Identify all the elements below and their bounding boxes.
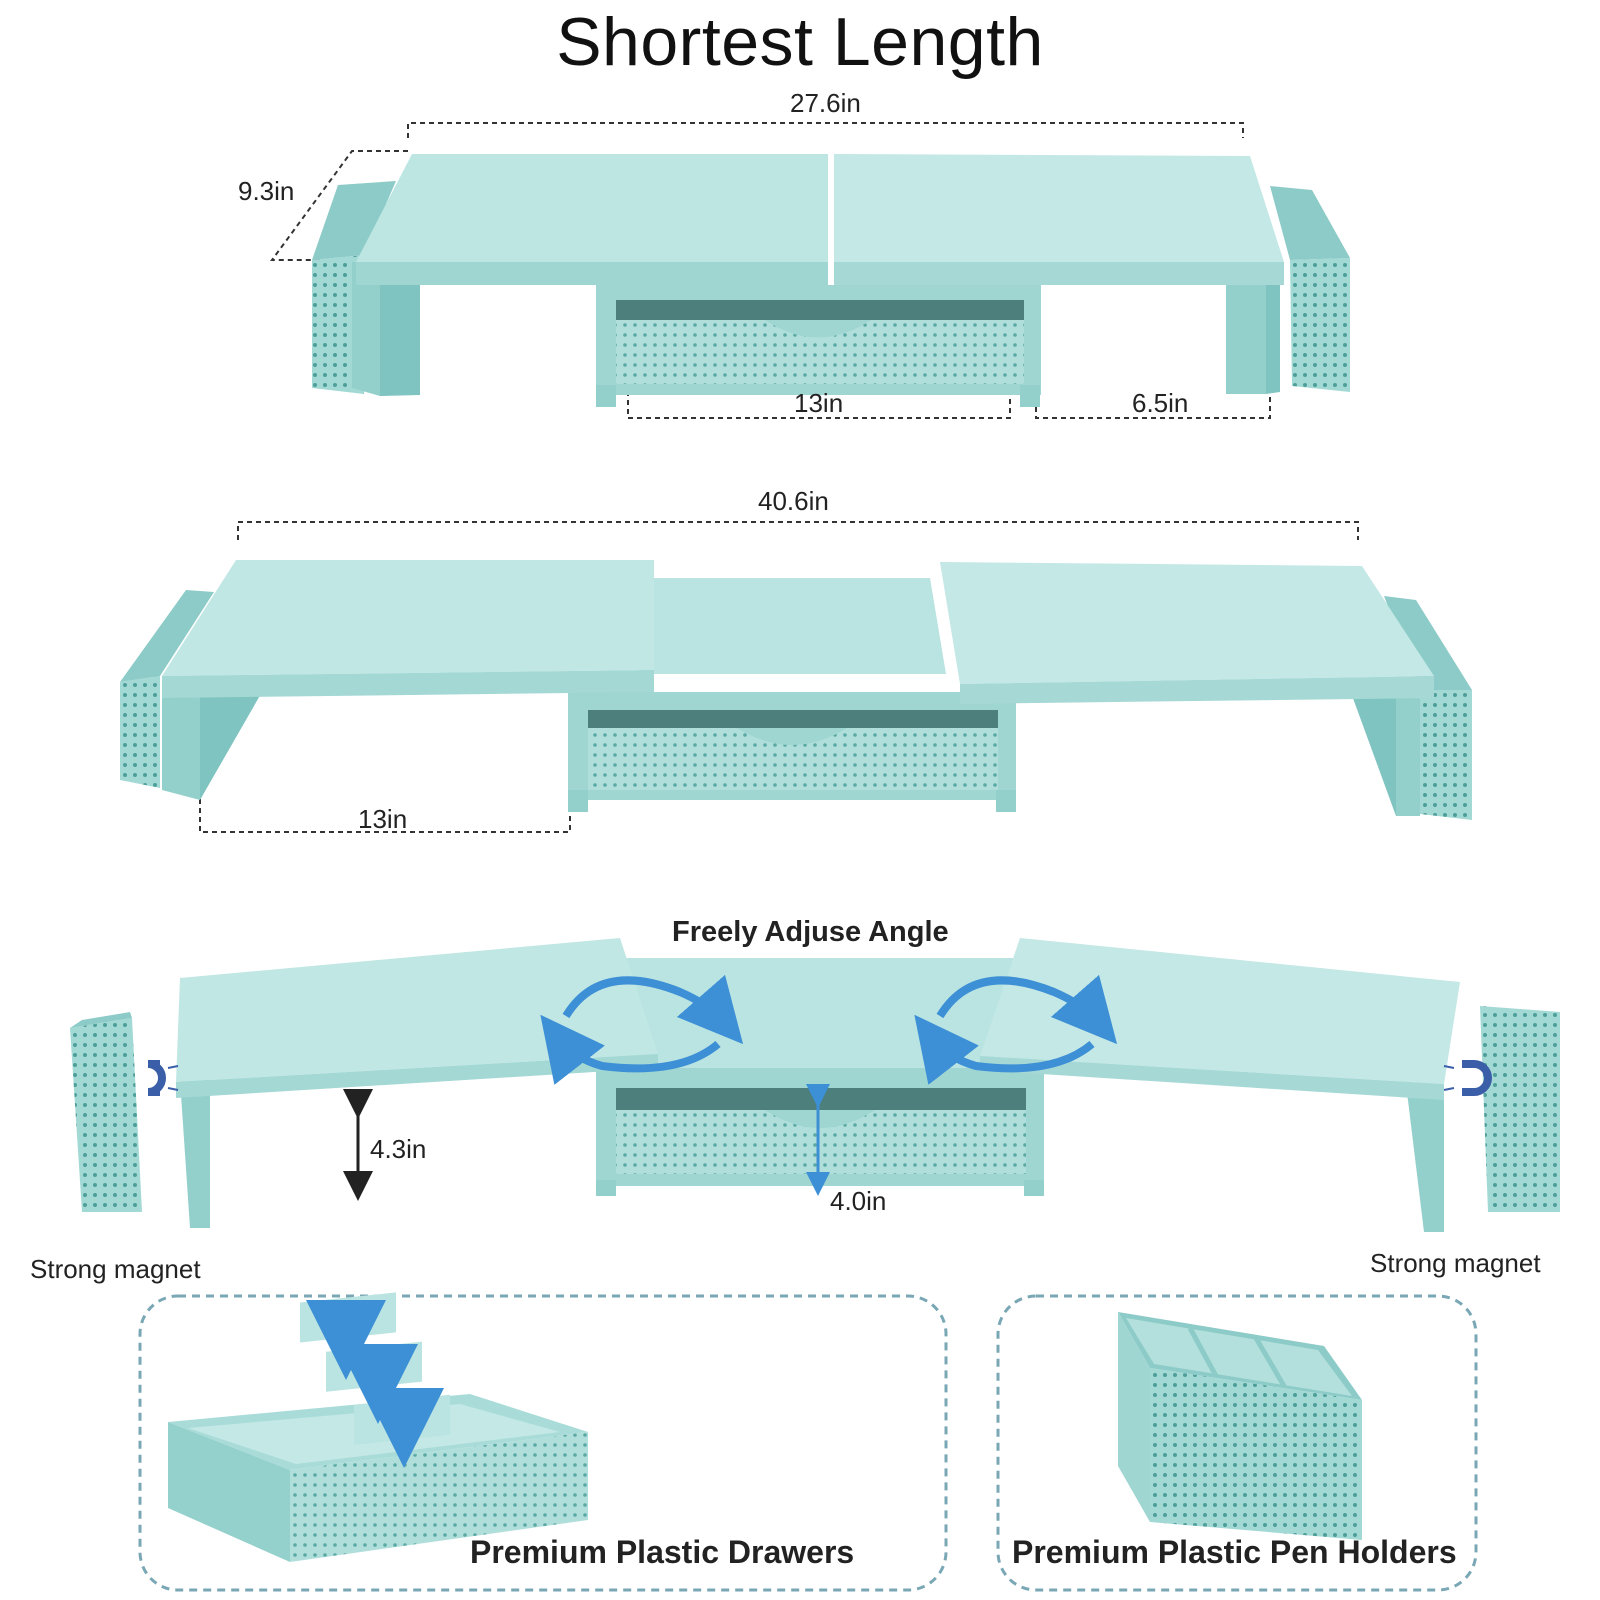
dim-label-height-side: 4.3in	[370, 1134, 427, 1164]
dim-label-extended-gap: 13in	[358, 804, 408, 834]
dim-line-9-3	[270, 150, 408, 261]
rotate-arrows-right-icon	[914, 974, 1118, 1085]
board-right-mid	[940, 562, 1434, 684]
dim-label-height-drawer: 4.0in	[830, 1186, 887, 1216]
magnet-right-icon	[1443, 1060, 1492, 1096]
pen-holder-left	[312, 255, 364, 394]
dim-line-27-6	[407, 122, 1244, 138]
panel-pen-holders-frame	[996, 1294, 1478, 1592]
magnet-label-left: Strong magnet	[30, 1254, 201, 1284]
dim-label-drawer-width: 13in	[794, 388, 844, 418]
dim-label-side-gap: 6.5in	[1132, 388, 1189, 418]
panel-caption-pen-holders: Premium Plastic Pen Holders	[1012, 1534, 1457, 1570]
pen-holder-right-3	[1480, 1006, 1560, 1212]
panel-caption-drawers: Premium Plastic Drawers	[470, 1534, 855, 1570]
stand-angled	[70, 938, 1560, 1232]
board-left-top	[356, 154, 828, 262]
board-right-top	[834, 154, 1284, 262]
pen-holder-left-3	[70, 1018, 142, 1212]
board-center-mid	[638, 578, 946, 674]
drawer-tray-detail	[168, 1292, 588, 1562]
stand-shortest	[270, 122, 1350, 419]
magnet-label-right: Strong magnet	[1370, 1248, 1541, 1278]
pen-holder-right	[1290, 258, 1350, 392]
pen-holder-left-2	[120, 676, 160, 788]
board-center-angle	[594, 958, 1048, 1068]
dim-label-length-extended: 40.6in	[758, 486, 829, 516]
page-title: Shortest Length	[556, 4, 1044, 80]
stand-extended	[120, 521, 1472, 833]
board-left-mid	[162, 560, 654, 676]
board-left-angle	[176, 938, 658, 1082]
magnet-left-icon	[147, 1060, 179, 1096]
pen-holder-right-2	[1420, 690, 1472, 820]
board-right-angle	[980, 938, 1460, 1084]
rotate-arrows-left-icon	[540, 974, 744, 1085]
panel-drawers-frame	[138, 1294, 948, 1592]
dim-line-13-top	[627, 382, 1011, 419]
angle-caption: Freely Adjuse Angle	[672, 916, 949, 948]
pen-holder-detail	[1118, 1312, 1362, 1540]
dim-line-40-6	[237, 521, 1359, 540]
dim-label-depth: 9.3in	[238, 176, 295, 206]
dim-label-length-short: 27.6in	[790, 88, 861, 118]
